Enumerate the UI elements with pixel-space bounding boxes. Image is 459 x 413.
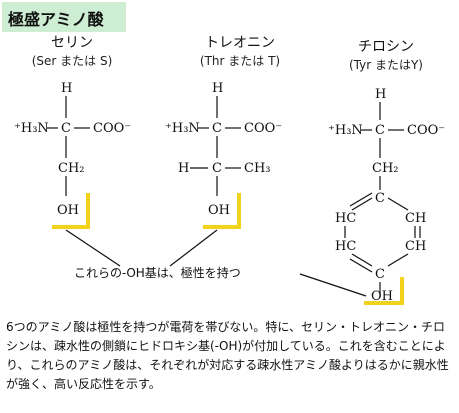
tyrosine-ring-c1: C: [375, 191, 385, 206]
threonine-structure: H ⁺H₃N C COO⁻ H C CH₃ OH: [165, 81, 282, 229]
tyrosine-oh-highlight: [364, 277, 404, 305]
callout-text: これらの-OH基は、極性を持つ: [74, 266, 241, 280]
threonine-carboxyl: COO⁻: [244, 121, 282, 136]
tyrosine-carboxyl: COO⁻: [407, 123, 445, 138]
tyrosine-amine: ⁺H₃N: [328, 123, 363, 138]
tyrosine-ring-bond-e2: [349, 258, 373, 273]
tyrosine-alpha-c: C: [375, 123, 385, 138]
serine-h: H: [61, 81, 72, 96]
callout-line-tyrosine: [299, 273, 367, 297]
serine-alpha-c: C: [61, 121, 71, 136]
threonine-beta-c: C: [212, 161, 222, 176]
tyrosine-ring-bond-e: [351, 253, 373, 267]
tyrosine-structure: H ⁺H₃N C COO⁻ CH₂ C HC CH HC CH C OH: [328, 87, 445, 305]
description-text: 6つのアミノ酸は極性を持つが電荷を帯びない。特に、セリン・トレオニン・チロシンは…: [6, 320, 449, 391]
serine-oh-highlight: [52, 193, 90, 229]
threonine-amine: ⁺H₃N: [165, 121, 200, 136]
tyrosine-ring-bond-a2: [349, 192, 373, 207]
serine-amine: ⁺H₃N: [14, 121, 49, 136]
threonine-side-h: H: [178, 161, 189, 176]
tyrosine-h: H: [375, 87, 386, 102]
threonine-code: (Thr または T): [199, 54, 281, 68]
tyrosine-ring-ch1: CH: [405, 211, 426, 226]
threonine-h: H: [212, 81, 223, 96]
callout-line-serine: [65, 229, 121, 267]
tyrosine-ring-hc1: HC: [335, 211, 356, 226]
threonine-oh-highlight: [203, 193, 241, 229]
threonine-oh: OH: [208, 203, 230, 218]
tyrosine-oh: OH: [371, 289, 393, 304]
tyrosine-ch2: CH₂: [372, 161, 399, 176]
serine-structure: H ⁺H₃N C COO⁻ CH₂ OH: [14, 81, 131, 229]
tyrosine-ring-bond-b: [387, 197, 409, 211]
title-background: [2, 2, 126, 32]
serine-ch2: CH₂: [58, 161, 85, 176]
threonine-name: トレオニン: [205, 35, 275, 51]
tyrosine-ring-bond-f: [387, 253, 409, 267]
tyrosine-ring-bond-a: [351, 197, 373, 211]
callout-line-threonine: [169, 229, 218, 267]
tyrosine-ring-ch2: CH: [405, 239, 426, 254]
serine-oh: OH: [57, 203, 79, 218]
threonine-alpha-c: C: [212, 121, 222, 136]
serine-carboxyl: COO⁻: [93, 121, 131, 136]
tyrosine-ring-hc2: HC: [335, 239, 356, 254]
tyrosine-code: (Tyr またはY): [348, 58, 423, 72]
tyrosine-ring-c4: C: [375, 267, 385, 282]
serine-code: (Ser または S): [31, 54, 113, 68]
tyrosine-name: チロシン: [358, 39, 414, 55]
page-title: 極盛アミノ酸: [8, 10, 104, 29]
threonine-ch3: CH₃: [244, 161, 271, 176]
serine-name: セリン: [51, 35, 93, 51]
